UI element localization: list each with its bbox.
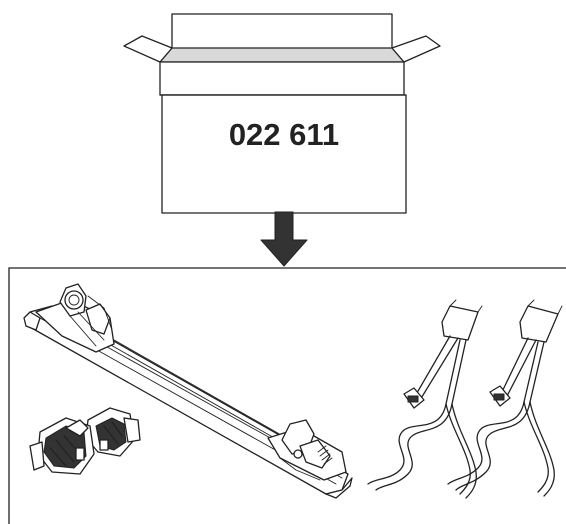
rail-wheel-tray-left: [35, 283, 115, 353]
box-right-flap: [391, 35, 441, 63]
ratchet-strap-1: [367, 299, 483, 499]
wheel-clamp-front: [29, 417, 95, 475]
strap-1-hook: [441, 305, 479, 341]
ratchet-strap-2: [447, 299, 563, 497]
mounting-rail-icon: [23, 283, 353, 499]
contents-frame: [8, 267, 566, 524]
ratchet-strap-icon: [367, 299, 563, 499]
open-cardboard-box-icon: 022 611: [123, 13, 441, 214]
box-front-flap: [159, 61, 405, 96]
strap-2-hook: [519, 305, 559, 343]
box-body: [161, 94, 407, 214]
rail-wheel-tray-right: [267, 419, 347, 481]
wheel-clamp-rear: [85, 407, 141, 457]
wheel-clamp-icon: [29, 407, 141, 475]
down-arrow-icon: [260, 211, 308, 267]
box-back-flap: [171, 13, 393, 48]
box-left-flap: [123, 35, 173, 63]
box-inner-wall: [159, 47, 405, 63]
box-label: 022 611: [229, 117, 339, 152]
